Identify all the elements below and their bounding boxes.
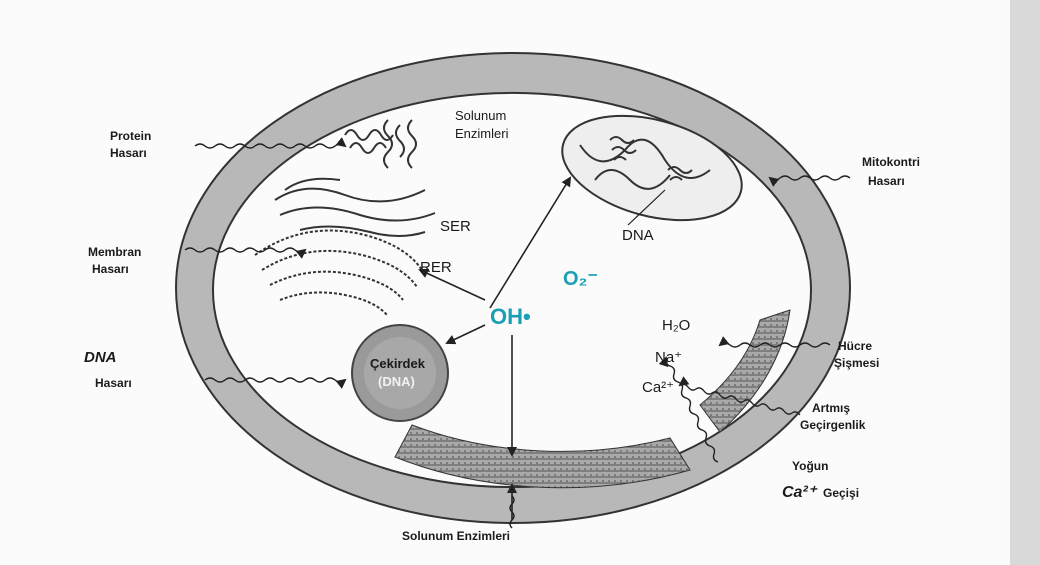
label-membrane-damage-2: Hasarı — [92, 262, 129, 276]
page-edge-shadow — [1010, 0, 1040, 565]
label-resp-enzymes-bottom: Solunum Enzimleri — [402, 529, 510, 543]
label-membrane-damage-1: Membran — [88, 245, 141, 259]
label-superoxide: O₂⁻ — [563, 268, 598, 290]
label-protein-damage-1: Protein — [110, 129, 151, 143]
nucleus — [352, 325, 448, 421]
label-sodium: Na⁺ — [655, 349, 682, 366]
label-cell-swelling-2: Şişmesi — [834, 356, 879, 370]
label-mito-damage-1: Mitokontri — [862, 155, 920, 169]
label-cell-swelling-1: Hücre — [838, 339, 872, 353]
label-permeability-1: Artmış — [812, 401, 850, 415]
label-nucleus-2: (DNA) — [378, 374, 415, 389]
label-dna-damage-2: Hasarı — [95, 376, 132, 390]
label-permeability-2: Geçirgenlik — [800, 418, 866, 432]
label-calcium-influx-1: Yoğun — [792, 459, 828, 473]
label-resp-enzymes-top-1: Solunum — [455, 108, 506, 123]
label-calcium-influx-3: Geçişi — [823, 486, 859, 500]
label-hydroxyl-radical: OH• — [490, 304, 531, 329]
label-mito-dna: DNA — [622, 227, 654, 244]
label-mito-damage-2: Hasarı — [868, 174, 905, 188]
label-ser: SER — [440, 218, 471, 235]
label-calcium-influx-2: Ca²⁺ — [782, 484, 818, 501]
label-protein-damage-2: Hasarı — [110, 146, 147, 160]
label-calcium-in: Ca²⁺ — [642, 379, 674, 396]
label-resp-enzymes-top-2: Enzimleri — [455, 126, 509, 141]
label-nucleus-1: Çekirdek — [370, 356, 426, 371]
label-water: H₂O — [662, 317, 690, 334]
label-dna-damage-1: DNA — [84, 349, 117, 366]
label-rer: RER — [420, 259, 452, 276]
